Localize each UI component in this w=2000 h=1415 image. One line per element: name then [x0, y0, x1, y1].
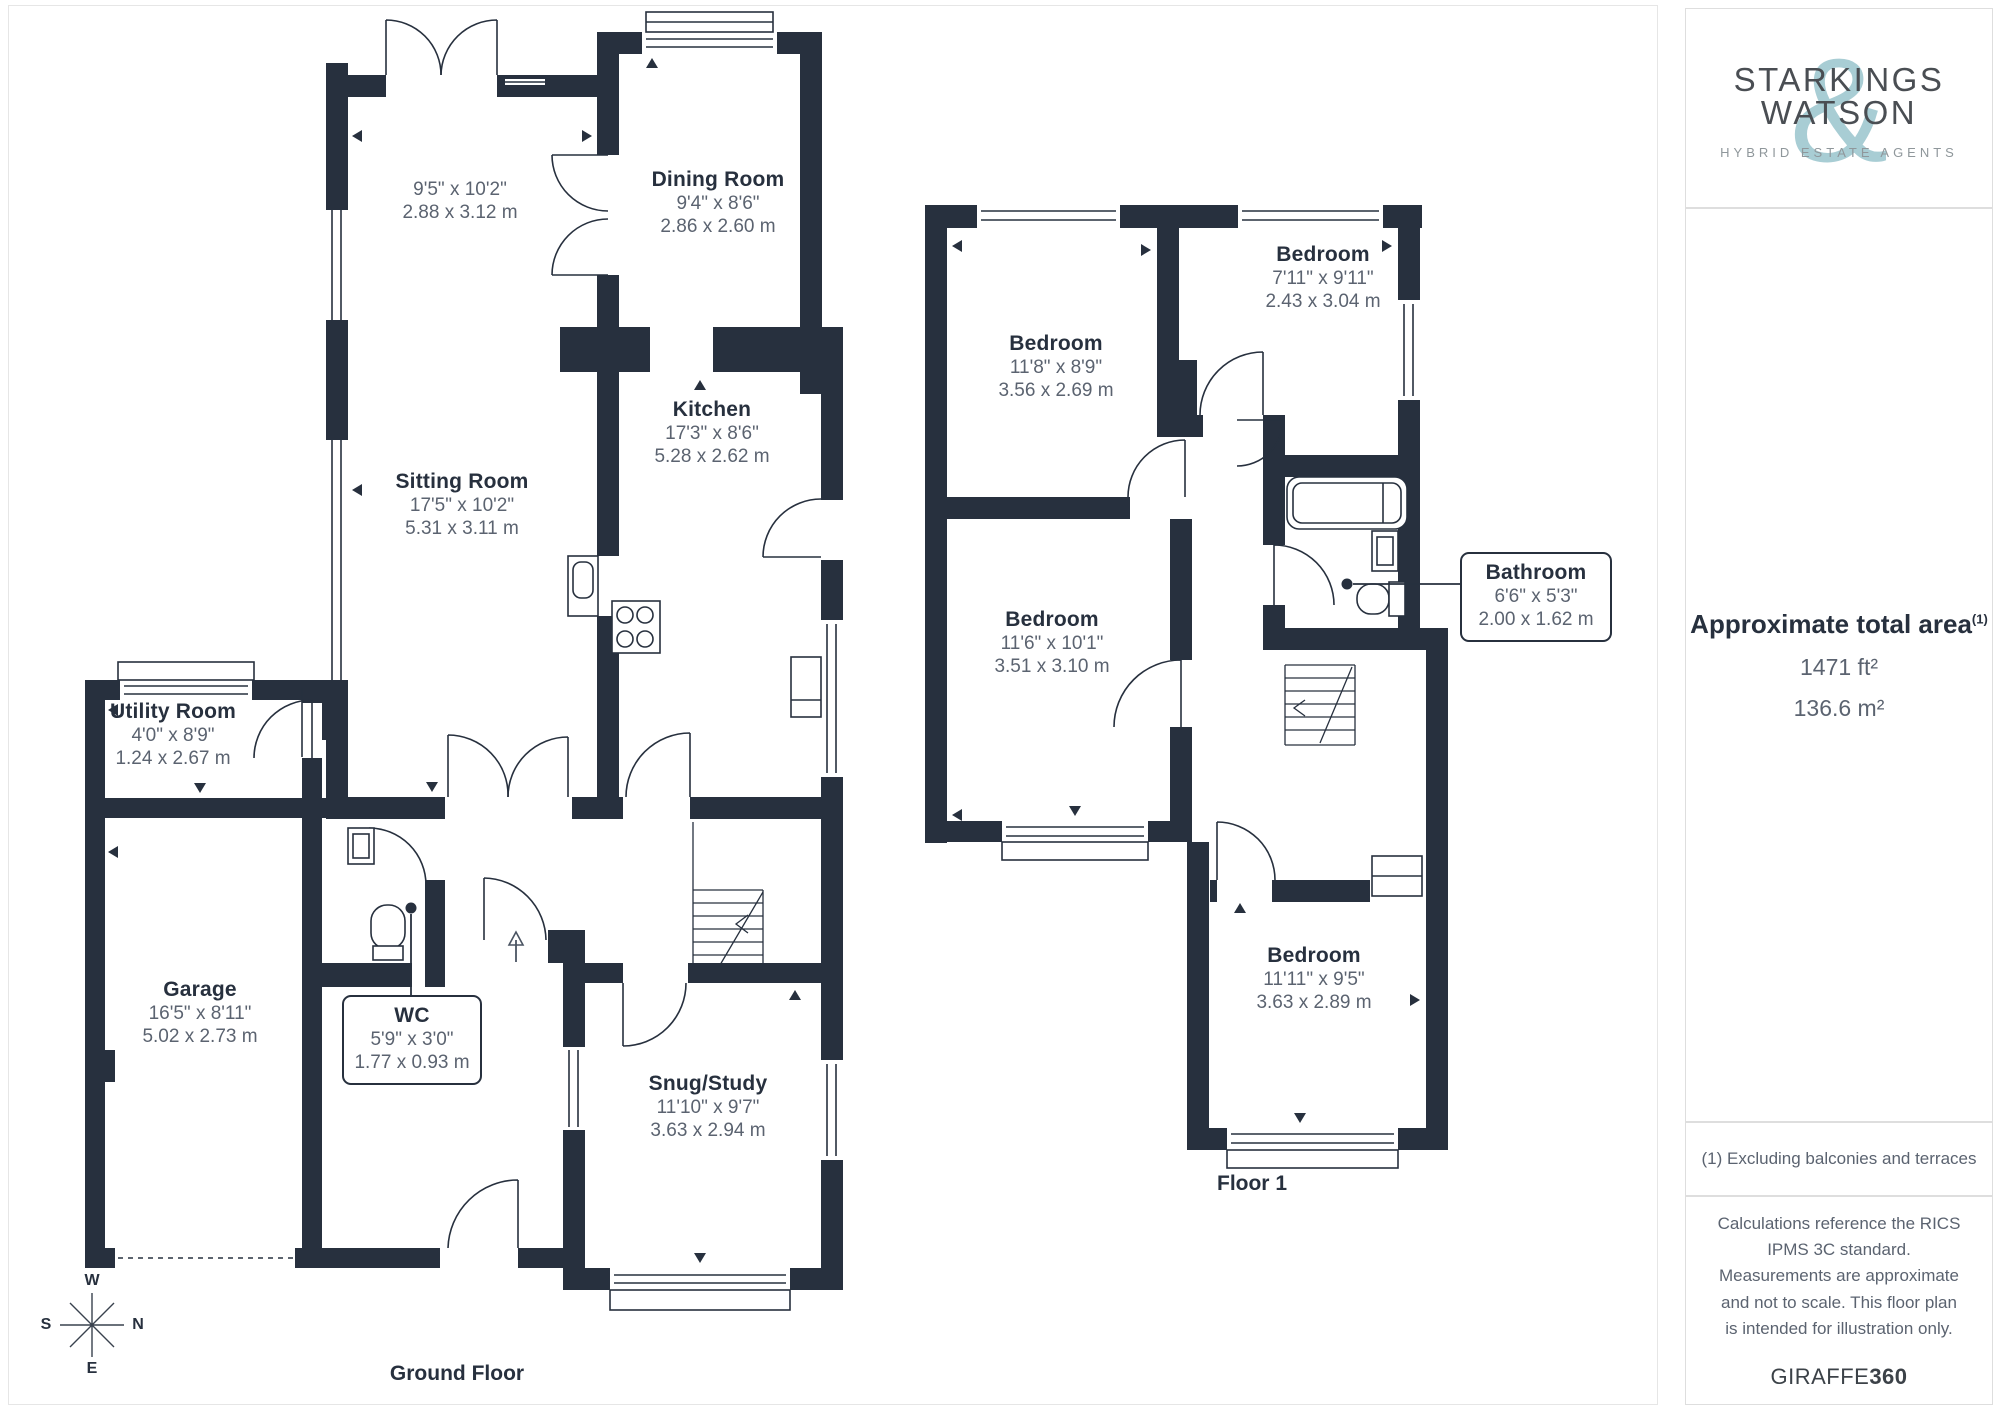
- room-dimensions-imperial: 11'8" x 8'9": [1009, 357, 1103, 379]
- ground-floor-windows: [117, 11, 837, 1311]
- agency-tagline: HYBRID ESTATE AGENTS: [1720, 144, 1958, 160]
- room-dimensions-metric: 3.51 x 3.10 m: [994, 656, 1110, 678]
- room-label-wc-callout: WC 5'9" x 3'0" 1.77 x 0.93 m: [342, 995, 482, 1086]
- floor1-plan: [925, 205, 1460, 1169]
- ground-floor-title: Ground Floor: [389, 1362, 525, 1385]
- room-dimensions-imperial: 7'11" x 9'11": [1272, 268, 1374, 290]
- measurement-arrows-gf: [108, 58, 801, 1263]
- plan-area-border: [8, 5, 1658, 1405]
- giraffe360-logo: GIRAFFE360: [1770, 1364, 1907, 1390]
- giraffe360-logo-bold: 360: [1869, 1364, 1908, 1390]
- room-name: Bedroom: [1009, 332, 1103, 355]
- total-area-imperial: 1471 ft²: [1800, 653, 1878, 680]
- room-label-entry-area: 9'5" x 10'2" 2.88 x 3.12 m: [402, 178, 517, 224]
- room-label-bedroom-2: Bedroom 7'11" x 9'11" 2.43 x 3.04 m: [1265, 243, 1380, 313]
- room-dimensions-metric: 2.86 x 2.60 m: [660, 216, 776, 238]
- room-dimensions-metric: 5.02 x 2.73 m: [142, 1026, 258, 1048]
- giraffe360-logo-normal: GIRAFFE: [1770, 1364, 1870, 1390]
- room-dimensions-imperial: 5'9" x 3'0": [370, 1029, 454, 1051]
- bathroom-fixtures: [1286, 476, 1408, 617]
- disclaimer-text: Calculations reference the RICS IPMS 3C …: [1717, 1213, 1961, 1339]
- room-label-bedroom-4: Bedroom 11'11" x 9'5" 3.63 x 2.89 m: [1256, 944, 1371, 1014]
- room-name: Kitchen: [672, 398, 752, 421]
- room-label-utility-room: Utility Room 4'0" x 8'9" 1.24 x 2.67 m: [110, 700, 236, 770]
- bathroom-label-connector: [1341, 578, 1460, 590]
- room-dimensions-metric: 5.31 x 3.11 m: [405, 518, 519, 540]
- ground-floor-stairs: [692, 822, 764, 968]
- total-area-metric: 136.6 m²: [1793, 694, 1885, 721]
- room-dimensions-imperial: 11'10" x 9'7": [656, 1097, 760, 1119]
- room-dimensions-imperial: 17'3" x 8'6": [665, 423, 759, 445]
- room-dimensions-metric: 5.28 x 2.62 m: [654, 446, 770, 468]
- room-dimensions-imperial: 4'0" x 8'9": [131, 725, 215, 747]
- room-name: Bedroom: [1005, 608, 1099, 631]
- room-name: Sitting Room: [395, 470, 529, 493]
- compass-west-label: W: [84, 1272, 100, 1289]
- ground-floor-doors: [253, 19, 822, 1249]
- compass-north-label: N: [132, 1316, 144, 1333]
- floor1-title: Floor 1: [1216, 1172, 1288, 1195]
- room-dimensions-metric: 2.88 x 3.12 m: [402, 202, 518, 224]
- room-dimensions-imperial: 11'11" x 9'5": [1263, 969, 1365, 991]
- room-dimensions-metric: 3.63 x 2.89 m: [1256, 992, 1372, 1014]
- room-name: Dining Room: [651, 168, 785, 191]
- room-dimensions-imperial: 9'5" x 10'2": [413, 179, 507, 200]
- room-name: Utility Room: [109, 700, 237, 723]
- room-dimensions-metric: 1.24 x 2.67 m: [115, 748, 231, 770]
- agency-logo: & STARKINGS WATSON HYBRID ESTATE AGENTS: [1720, 36, 1958, 184]
- room-label-bathroom-callout: Bathroom 6'6" x 5'3" 2.00 x 1.62 m: [1460, 552, 1612, 643]
- agency-name-line2: WATSON: [1760, 93, 1918, 131]
- compass-rose-icon: [60, 1293, 124, 1357]
- room-label-bedroom-1: Bedroom 11'8" x 8'9" 3.56 x 2.69 m: [998, 332, 1113, 402]
- compass-south-label: S: [40, 1316, 52, 1333]
- footnote-text: (1) Excluding balconies and terraces: [1701, 1149, 1977, 1168]
- wc-fixtures: [347, 827, 406, 961]
- floor1-stairs: [1284, 664, 1356, 746]
- room-name: Garage: [163, 978, 237, 1001]
- kitchen-fixtures: [567, 555, 822, 718]
- room-dimensions-metric: 2.00 x 1.62 m: [1478, 609, 1594, 631]
- footnote-box: (1) Excluding balconies and terraces: [1685, 1122, 1993, 1196]
- room-name: Snug/Study: [648, 1072, 768, 1095]
- room-label-dining-room: Dining Room 9'4" x 8'6" 2.86 x 2.60 m: [652, 168, 785, 238]
- wc-label-connector: [405, 902, 417, 995]
- room-label-kitchen: Kitchen 17'3" x 8'6" 5.28 x 2.62 m: [654, 398, 769, 468]
- room-dimensions-imperial: 6'6" x 5'3": [1494, 586, 1578, 608]
- room-name: WC: [394, 1004, 430, 1027]
- room-dimensions-metric: 2.43 x 3.04 m: [1265, 291, 1381, 313]
- room-label-sitting-room: Sitting Room 17'5" x 10'2" 5.31 x 3.11 m: [395, 470, 528, 540]
- room-dimensions-metric: 1.77 x 0.93 m: [354, 1052, 470, 1074]
- room-name: Bathroom: [1485, 561, 1587, 584]
- floor1-doors: [1113, 351, 1335, 881]
- total-area-title-text: Approximate total area: [1690, 608, 1972, 639]
- room-dimensions-imperial: 11'6" x 10'1": [1000, 633, 1104, 655]
- agency-logo-box: & STARKINGS WATSON HYBRID ESTATE AGENTS: [1685, 8, 1993, 208]
- ground-floor-plan: [85, 11, 843, 1311]
- compass-east-label: E: [86, 1360, 98, 1377]
- room-label-snug-study: Snug/Study 11'10" x 9'7" 3.63 x 2.94 m: [649, 1072, 768, 1142]
- room-dimensions-imperial: 9'4" x 8'6": [676, 193, 760, 215]
- room-dimensions-metric: 3.56 x 2.69 m: [998, 380, 1114, 402]
- total-area-box: Approximate total area(1) 1471 ft² 136.6…: [1685, 208, 1993, 1122]
- room-name: Bedroom: [1267, 944, 1361, 967]
- room-label-garage: Garage 16'5" x 8'11" 5.02 x 2.73 m: [142, 978, 257, 1048]
- room-dimensions-imperial: 17'5" x 10'2": [409, 495, 515, 517]
- ampersand-logo-glyph: &: [1789, 27, 1889, 193]
- total-area-footnote-marker: (1): [1971, 610, 1988, 626]
- room-label-bedroom-3: Bedroom 11'6" x 10'1" 3.51 x 3.10 m: [994, 608, 1109, 678]
- measurement-arrows-f1: [952, 240, 1420, 1123]
- floor1-windows: [981, 210, 1423, 1169]
- disclaimer-box: Calculations reference the RICS IPMS 3C …: [1685, 1196, 1993, 1405]
- agency-name-line1: STARKINGS: [1733, 60, 1945, 98]
- entrance-arrow: [507, 930, 525, 962]
- room-name: Bedroom: [1276, 243, 1370, 266]
- room-dimensions-metric: 3.63 x 2.94 m: [650, 1120, 766, 1142]
- total-area-title: Approximate total area(1): [1690, 609, 1988, 640]
- room-dimensions-imperial: 16'5" x 8'11": [148, 1003, 252, 1025]
